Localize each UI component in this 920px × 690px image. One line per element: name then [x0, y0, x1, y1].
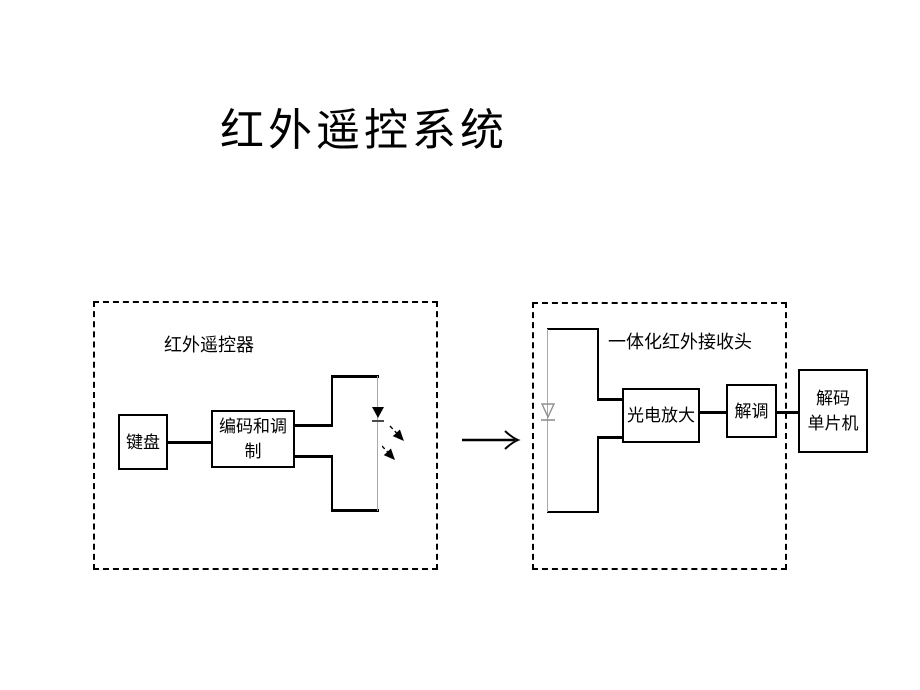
encoder-label: 编码和调 制	[219, 417, 287, 461]
slide-title: 红外遥控系统	[220, 106, 508, 155]
wire-pd-amplifier-top	[597, 398, 624, 401]
wire-led-riser-up	[331, 376, 333, 427]
keyboard-label: 键盘	[126, 432, 160, 452]
wire-led-bottom-rail	[331, 509, 379, 512]
encoder-block: 编码和调 制	[211, 410, 295, 468]
demodulator-label: 解调	[734, 401, 769, 421]
amplifier-label: 光电放大	[627, 406, 695, 425]
amplifier-block: 光电放大	[622, 388, 700, 443]
wire-amplifier-demodulator	[698, 411, 726, 414]
transmitter-dashed-box	[93, 301, 438, 570]
keyboard-block: 键盘	[118, 414, 168, 470]
wire-demodulator-decoder	[775, 411, 798, 414]
ir-emission-arrows-icon	[382, 425, 404, 461]
signal-flow-arrow-icon	[462, 430, 521, 450]
wire-encoder-led-top	[293, 424, 333, 427]
demodulator-block: 解调	[726, 384, 777, 438]
wire-led-branch	[377, 376, 378, 511]
transmitter-label: 红外遥控器	[164, 335, 254, 355]
wire-pd-bottom-rail	[547, 511, 599, 513]
infrared-led-icon	[372, 407, 384, 422]
wire-pd-top-rail	[547, 328, 599, 330]
wire-led-riser-down	[331, 456, 333, 511]
wire-pd-amplifier-bottom	[597, 436, 624, 439]
receiver-dashed-box	[532, 302, 787, 570]
wire-pd-right-upper	[597, 328, 599, 400]
wire-encoder-led-bottom	[293, 455, 333, 458]
receiver-label: 一体化红外接收头	[608, 332, 752, 352]
photodiode-icon	[541, 403, 556, 421]
decoder-block: 解码 单片机	[798, 369, 868, 453]
wire-pd-right-lower	[597, 436, 599, 513]
decoder-label: 解码 单片机	[807, 389, 859, 433]
wire-keyboard-encoder	[168, 441, 211, 444]
wire-led-top-rail	[331, 375, 379, 378]
